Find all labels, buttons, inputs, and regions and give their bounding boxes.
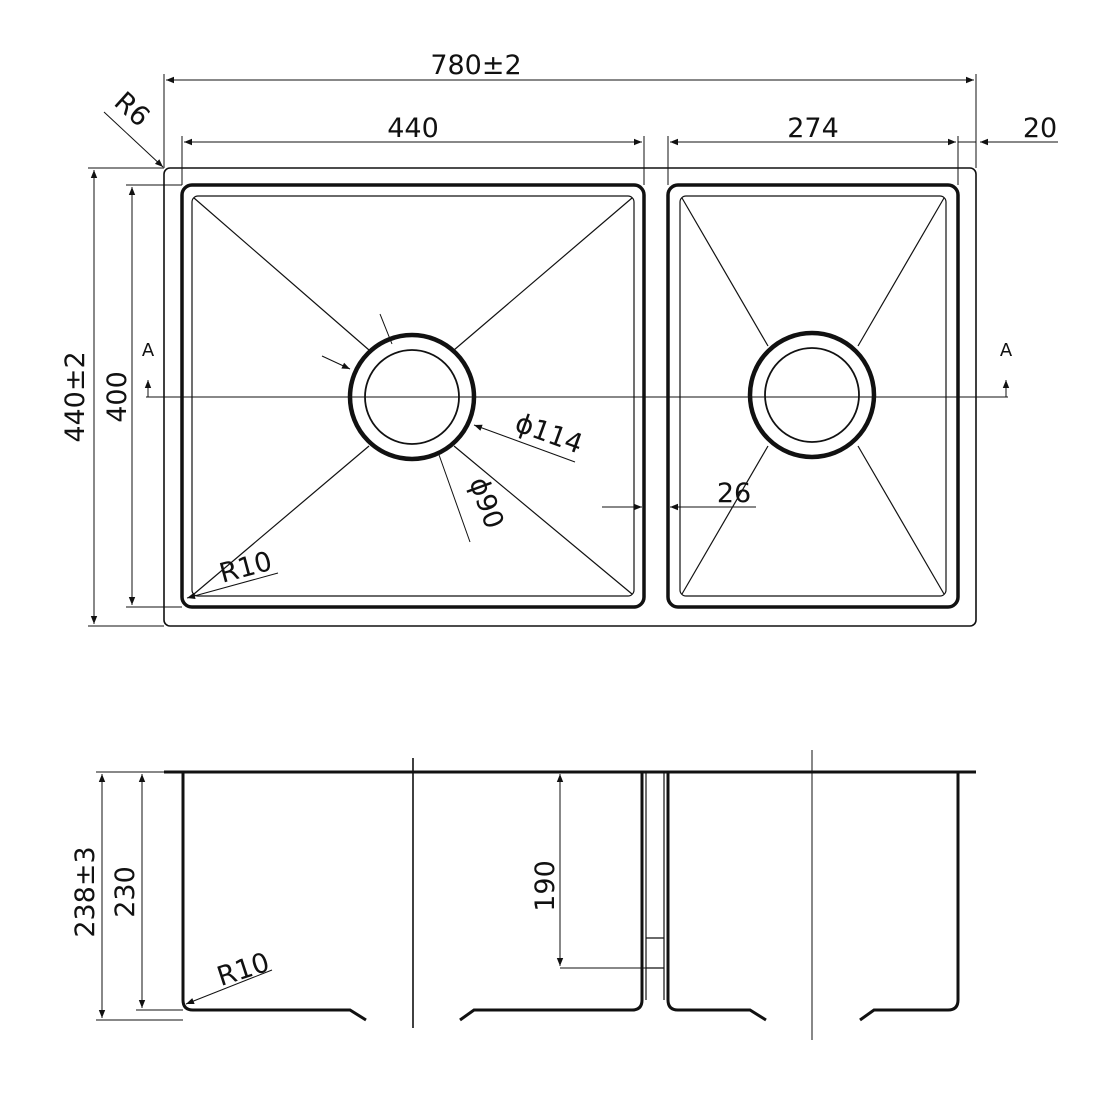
dim-drain-outer [321,355,576,463]
r10-section-leader [185,969,273,1005]
dim-small-bowl-height [556,774,646,969]
label-corner-radius-top: R6 [108,86,155,133]
dim-overall-width [163,74,977,168]
label-large-bowl-width: 440 [387,113,439,144]
section-divider [645,772,665,1000]
label-bowl-corner-radius: R10 [216,546,275,590]
label-overall-height: 238±3 [70,846,101,937]
label-bottom-radius: R10 [213,947,273,993]
dim-drain-inner [379,313,471,543]
label-drain-inner: ϕ90 [463,473,510,533]
label-section-mark-left: A [142,340,155,361]
dim-small-bowl-width [667,136,959,185]
small-bowl-inner [679,195,947,597]
label-small-bowl-height: 190 [530,860,561,912]
dim-bowl-height [136,774,183,1011]
dim-large-bowl-width [181,136,645,185]
label-small-bowl-width: 274 [787,113,839,144]
section-view [96,750,976,1040]
dim-overall-depth [88,167,164,627]
r6-leader [103,111,164,168]
large-bowl-slope-lines [193,197,633,595]
label-divider-width: 26 [717,478,751,509]
label-bowl-depth: 400 [102,371,133,423]
section-large-bowl [181,772,644,1022]
label-bowl-height: 230 [110,866,141,918]
label-overall-width: 780±2 [430,50,521,81]
r10-plan-leader [186,572,279,599]
dim-overall-height [96,771,183,1021]
label-edge-margin: 20 [1023,113,1057,144]
small-bowl-slope-lines [681,197,945,595]
label-section-mark-right: A [1000,340,1013,361]
label-overall-depth: 440±2 [60,351,91,442]
large-bowl-outer [180,183,646,609]
large-bowl-inner [191,195,635,597]
small-bowl-outer [666,183,960,609]
dim-bowl-depth [126,184,182,608]
small-bowl-drain [747,330,877,460]
plan-view [88,74,1058,627]
section-small-bowl [666,772,960,1022]
